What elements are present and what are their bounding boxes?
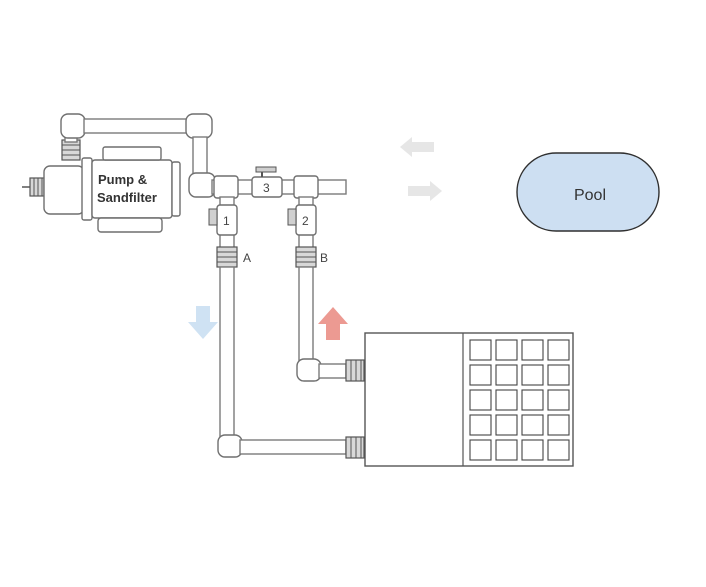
grille-cell [469,439,492,461]
grille-cell [521,439,544,461]
grille-cell [521,414,544,436]
port-b-label: B [320,251,328,265]
pump-housing [91,159,173,219]
grille-cell [469,414,492,436]
tee-fitting-2 [293,175,319,199]
pipe-b-to-heatpump [296,266,365,382]
grille-cell [521,364,544,386]
flow-down-arrow-icon [188,306,218,339]
flow-up-arrow-icon [318,307,348,340]
grille-cell [469,339,492,361]
valve-1-handle[interactable] [208,208,218,226]
heat-pump-fan-grid [469,339,570,461]
valve-3[interactable] [251,176,283,198]
pump-return-pipe [60,113,216,198]
valve-1-number: 1 [223,214,230,228]
grille-cell [469,364,492,386]
pool: Pool [516,152,660,232]
grille-cell [521,339,544,361]
pump-sandfilter-unit: Pump & Sandfilter [22,139,181,233]
main-header-pipe: 3 [211,166,347,199]
grille-cell [547,389,570,411]
pipe-a-to-heatpump [217,266,365,459]
grille-cell [469,389,492,411]
arrow-right-to-pool-icon [408,181,442,201]
pump-label-line2: Sandfilter [97,190,157,205]
grille-cell [547,439,570,461]
pool-flow-arrows [400,137,442,201]
grille-cell [547,364,570,386]
valve-2-handle[interactable] [287,208,297,226]
grille-cell [521,389,544,411]
valve-2-branch: 2 B [287,196,328,268]
grille-cell [547,339,570,361]
grille-cell [495,414,518,436]
valve-1-branch: 1 A [208,196,251,268]
pool-label: Pool [574,187,606,204]
valve-3-number: 3 [263,181,270,195]
heat-pump-unit [364,332,574,467]
grille-cell [495,364,518,386]
grille-cell [495,439,518,461]
arrow-left-from-pool-icon [400,137,434,157]
grille-cell [547,414,570,436]
tee-fitting-1 [213,175,239,199]
port-a-label: A [243,251,251,265]
grille-cell [495,339,518,361]
valve-2-number: 2 [302,214,309,228]
pump-label-line1: Pump & [98,172,147,187]
pump-motor [43,165,85,215]
grille-cell [495,389,518,411]
